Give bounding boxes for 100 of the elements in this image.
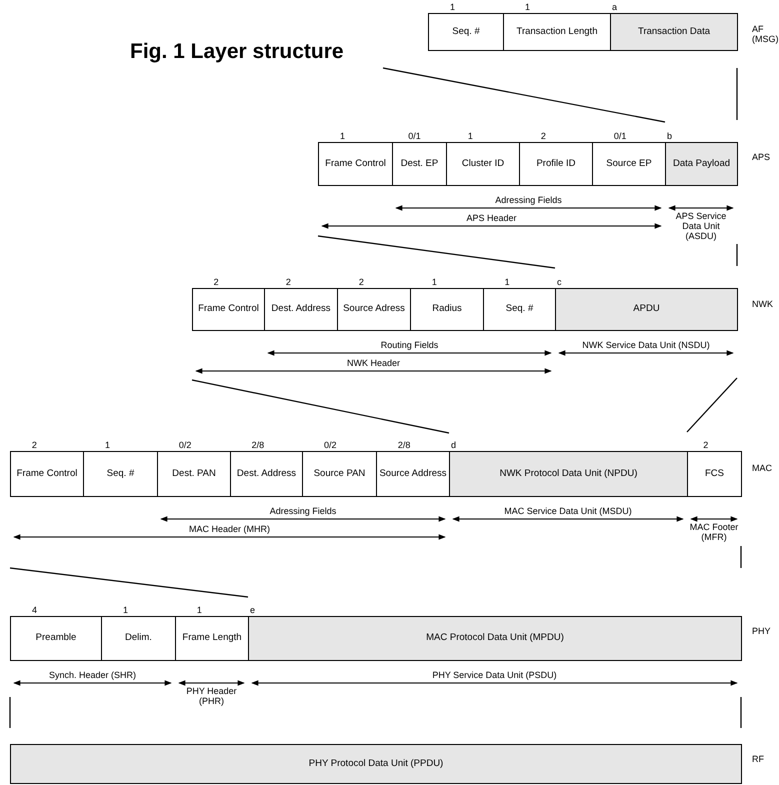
frame-field [175, 616, 249, 661]
field-name: Seq. # [451, 26, 481, 38]
field-name: Source EP [605, 158, 653, 170]
span-label: Adressing Fields [268, 506, 338, 516]
field-name: Preamble [34, 632, 78, 645]
span-label: Routing Fields [380, 340, 440, 350]
frame-field [192, 288, 265, 331]
frame-field [376, 451, 450, 497]
frame-field [410, 288, 484, 331]
span-label: PHY Header (PHR) [185, 686, 238, 706]
layer-label: APS [752, 152, 770, 162]
frame-field [449, 451, 688, 497]
frame-field [687, 451, 742, 497]
frame-field [10, 744, 742, 784]
frame-field [665, 142, 738, 186]
layer-label: AF (MSG) [752, 24, 779, 44]
span-label: NWK Header [346, 358, 401, 368]
frame-field [83, 451, 158, 497]
field-name: Frame Length [181, 632, 243, 645]
field-size: 1 [432, 277, 437, 287]
field-size: 2 [32, 440, 37, 450]
span-label: Synch. Header (SHR) [48, 670, 138, 680]
frame-field [446, 142, 520, 186]
field-name: Source PAN [312, 468, 366, 480]
frame-field [318, 142, 393, 186]
field-size: 1 [196, 605, 202, 615]
span-label: MAC Service Data Unit (MSDU) [503, 506, 633, 516]
field-size: 1 [105, 440, 110, 450]
field-name: Frame Control [197, 303, 260, 316]
span-label: NWK Service Data Unit (NSDU) [581, 340, 711, 350]
span-label: APS Header [465, 213, 518, 223]
field-name: Dest. Address [270, 303, 332, 316]
field-size: 1 [450, 2, 456, 12]
frame-field [10, 451, 84, 497]
field-size: 1 [340, 131, 346, 141]
field-size: 1 [504, 277, 510, 287]
field-name: Seq. # [504, 303, 534, 316]
field-name: NWK Protocol Data Unit (NPDU) [498, 468, 638, 480]
field-size: 2 [703, 440, 708, 450]
field-name: MAC Protocol Data Unit (MPDU) [425, 632, 565, 645]
span-label: Adressing Fields [494, 195, 563, 205]
field-name: Source Address [378, 468, 448, 480]
figure-title: Fig. 1 Layer structure [130, 40, 344, 64]
field-size: 0/2 [324, 440, 337, 450]
frame-field [519, 142, 593, 186]
field-size: b [667, 131, 672, 141]
field-size: a [612, 2, 618, 12]
frame-field [392, 142, 447, 186]
field-size: 2 [214, 277, 219, 287]
span-label: MAC Footer (MFR) [689, 522, 739, 542]
field-size: 1 [468, 131, 473, 141]
field-size: 2/8 [398, 440, 410, 450]
field-name: Source Adress [342, 303, 406, 316]
field-name: Profile ID [535, 158, 577, 170]
field-name: Dest. Address [236, 468, 298, 480]
frame-field [592, 142, 666, 186]
frame-field [302, 451, 377, 497]
field-name: Cluster ID [460, 158, 506, 170]
frame-field [230, 451, 303, 497]
field-size: 4 [32, 605, 38, 615]
layer-label: PHY [752, 626, 771, 636]
frame-field [248, 616, 742, 661]
span-label: APS Service Data Unit (ASDU) [674, 211, 728, 241]
field-size: 2 [358, 277, 364, 287]
field-name: FCS [704, 468, 725, 480]
field-name: Data Payload [672, 158, 732, 170]
frame-field [10, 616, 102, 661]
field-name: Dest. PAN [171, 468, 217, 480]
field-size: 1 [525, 2, 530, 12]
field-name: Dest. EP [400, 158, 440, 170]
field-size: 0/2 [178, 440, 192, 450]
field-size: 0/1 [614, 131, 626, 141]
frame-field [555, 288, 738, 331]
frame-field [264, 288, 338, 331]
layer-label: NWK [752, 299, 773, 309]
frame-field [101, 616, 176, 661]
field-name: Transaction Data [637, 26, 711, 38]
field-name: PHY Protocol Data Unit (PPDU) [308, 758, 444, 770]
field-size: 2/8 [252, 440, 264, 450]
field-name: APDU [632, 303, 661, 316]
field-size: 0/1 [408, 131, 421, 141]
field-size: c [557, 277, 562, 287]
field-name: Radius [431, 303, 463, 316]
field-name: Frame Control [324, 158, 387, 170]
field-name: Frame Control [16, 468, 78, 480]
field-name: Seq. # [106, 468, 136, 480]
layer-label: RF [752, 754, 764, 764]
frame-field [157, 451, 231, 497]
layer-label: MAC [752, 463, 772, 473]
frame-field [483, 288, 556, 331]
field-size: 2 [540, 131, 546, 141]
frame-field [503, 13, 611, 51]
field-size: e [250, 605, 256, 615]
field-name: Transaction Length [516, 26, 598, 38]
span-label: MAC Header (MHR) [188, 524, 271, 534]
field-name: Delim. [124, 632, 153, 645]
frame-field [610, 13, 738, 51]
field-size: 2 [286, 277, 291, 287]
field-size: 1 [123, 605, 128, 615]
field-size: d [451, 440, 456, 450]
